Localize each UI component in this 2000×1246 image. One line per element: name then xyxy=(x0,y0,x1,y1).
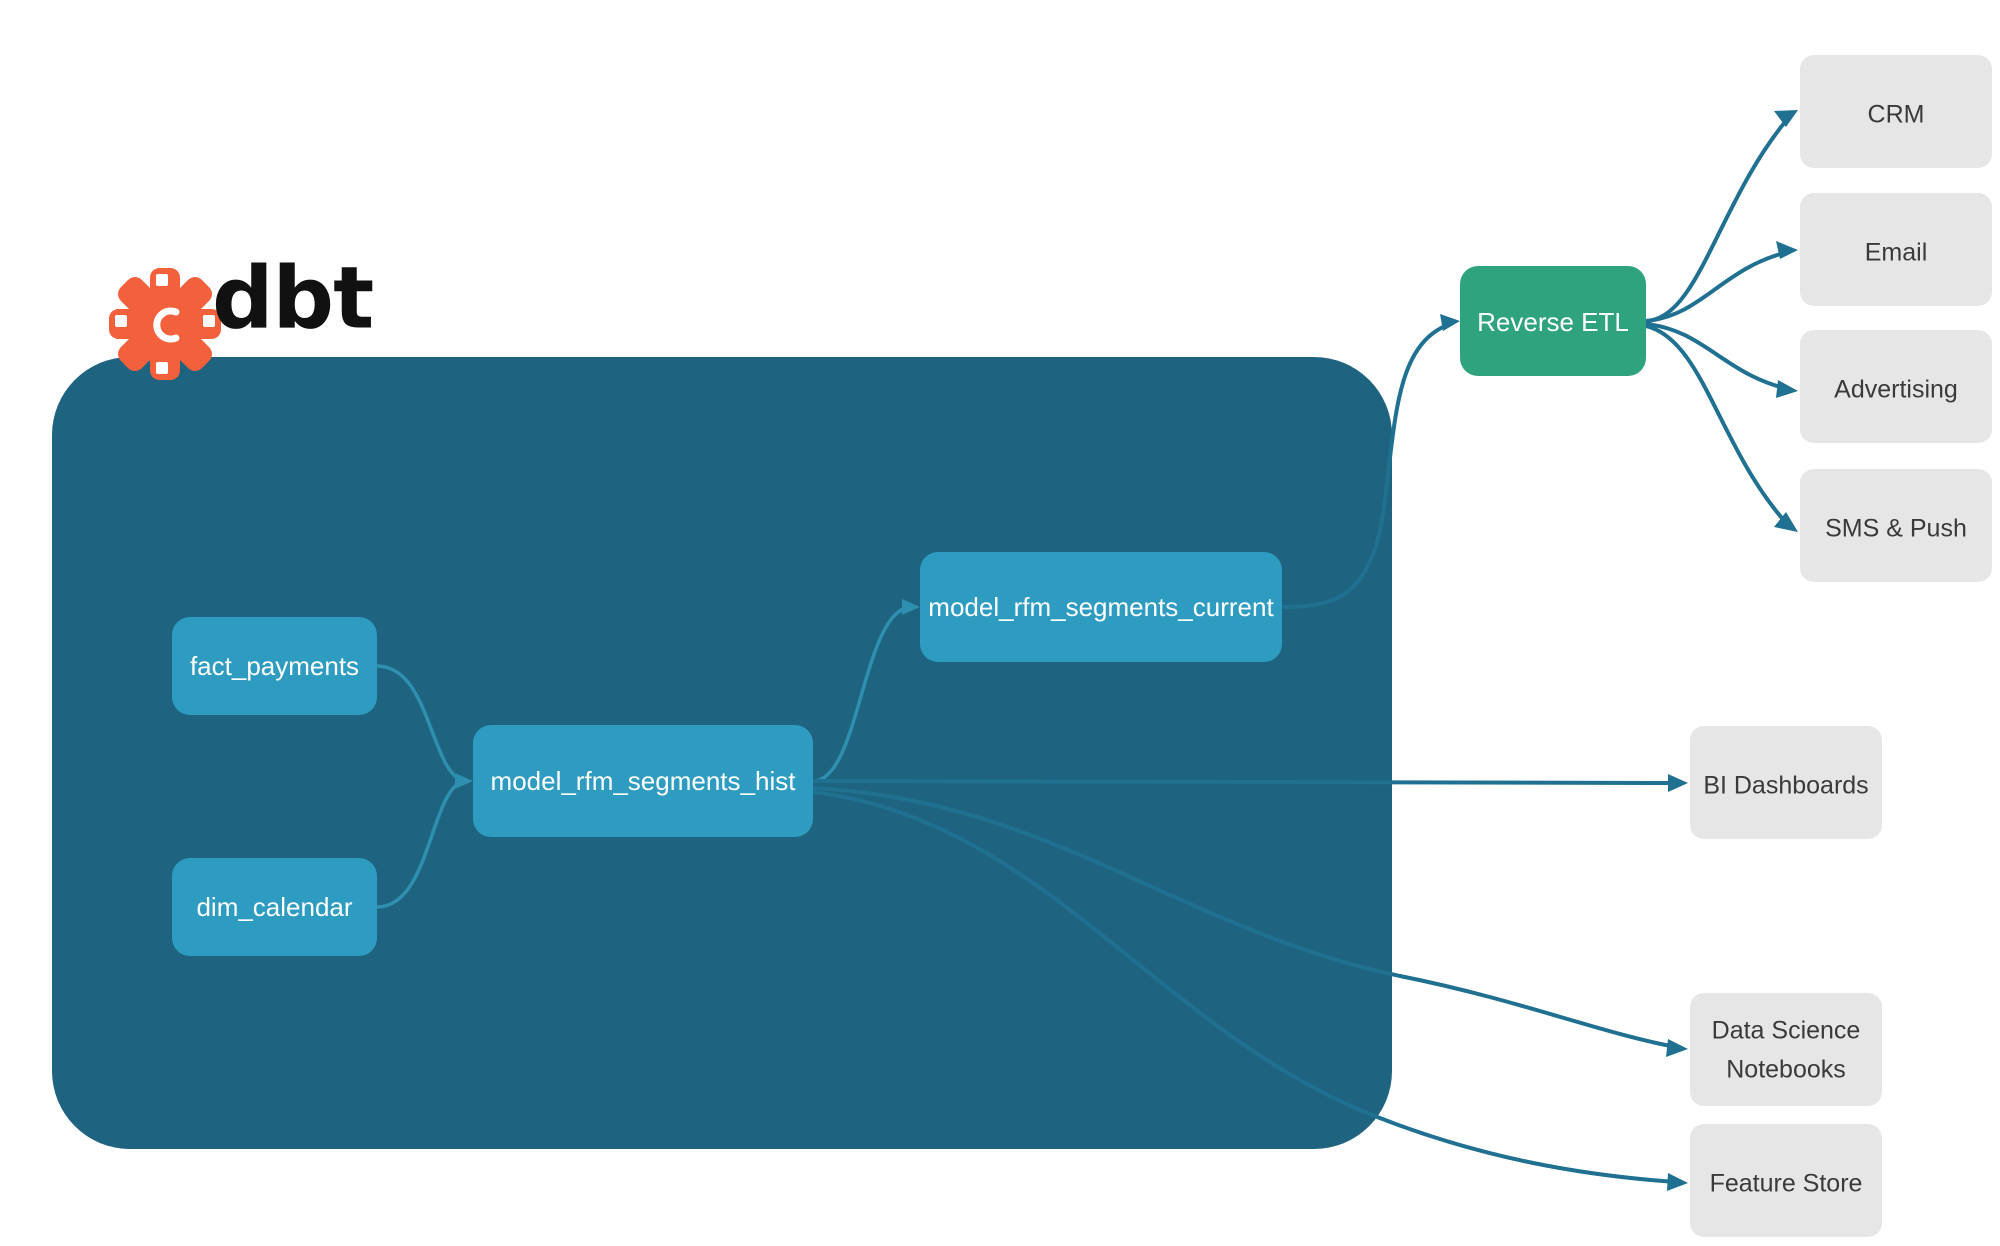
model-node-fact-payments[interactable]: fact_payments xyxy=(172,617,377,715)
model-node-rect[interactable] xyxy=(473,725,813,837)
arrowhead-into-advertising xyxy=(1776,380,1798,398)
sink-node-rect[interactable] xyxy=(1800,330,1992,443)
sink-node-label: Feature Store xyxy=(1710,1170,1863,1198)
reverse-etl-node[interactable]: Reverse ETL xyxy=(1460,266,1646,376)
sink-node-label: CRM xyxy=(1868,101,1925,129)
sink-node-rect[interactable] xyxy=(1690,1124,1882,1237)
sink-node-rect[interactable] xyxy=(1800,193,1992,306)
edge-fact-payments-to-hist xyxy=(376,664,464,783)
dbt-logo-dot-top-right xyxy=(115,315,127,327)
sink-node-email[interactable]: Email xyxy=(1800,193,1992,306)
reverse-etl-rect[interactable] xyxy=(1460,266,1646,376)
model-node-label: model_rfm_segments_current xyxy=(928,592,1274,622)
arrowhead-into-bi-dashboards xyxy=(1668,774,1688,792)
model-node-model-rfm-segments-hist[interactable]: model_rfm_segments_hist xyxy=(473,725,813,837)
arrowhead-into-feature-store xyxy=(1667,1173,1688,1191)
model-node-rect[interactable] xyxy=(172,617,377,715)
sink-node-rect[interactable] xyxy=(1690,726,1882,839)
edge-hist-to-bi-dashboards xyxy=(812,779,1679,785)
model-node-rect[interactable] xyxy=(920,552,1282,662)
sink-node-advertising[interactable]: Advertising xyxy=(1800,330,1992,443)
edge-hist-to-data-science xyxy=(812,786,1677,1049)
dbt-logo xyxy=(109,268,221,380)
arrowhead-into-hist xyxy=(455,773,473,789)
edge-dim-calendar-to-hist xyxy=(376,779,464,909)
arrowhead-into-sms-push xyxy=(1774,512,1798,532)
sink-node-label: SMS & Push xyxy=(1825,515,1967,543)
reverse-etl-label: Reverse ETL xyxy=(1477,307,1629,337)
sink-node-label: Email xyxy=(1865,239,1928,267)
edge-current-to-reverse-etl xyxy=(1281,322,1451,609)
dbt-x-logo-icon xyxy=(109,268,221,380)
arrowhead-into-crm xyxy=(1774,110,1798,127)
internal-edges xyxy=(376,599,920,909)
arrowhead-into-reverse-etl xyxy=(1440,314,1460,331)
sink-node-crm[interactable]: CRM xyxy=(1800,55,1992,168)
dbt-logo-dot-bottom-left xyxy=(203,315,215,327)
sink-node-label: BI Dashboards xyxy=(1703,772,1868,800)
sink-node-sms-push[interactable]: SMS & Push xyxy=(1800,469,1992,582)
edge-reverse-etl-to-sms-push xyxy=(1645,324,1790,527)
edge-hist-to-current xyxy=(812,605,911,783)
model-node-label: fact_payments xyxy=(190,651,359,681)
sink-node-data-science-notebooks[interactable]: Data Science Notebooks xyxy=(1690,993,1882,1106)
arrowhead-into-email xyxy=(1776,241,1798,259)
sink-node-bi-dashboards[interactable]: BI Dashboards xyxy=(1690,726,1882,839)
dbt-logo-center-arc-icon xyxy=(153,307,180,343)
arrowhead-into-current xyxy=(902,599,920,615)
model-node-dim-calendar[interactable]: dim_calendar xyxy=(172,858,377,956)
edge-reverse-etl-to-crm xyxy=(1645,114,1792,323)
sink-node-rect[interactable] xyxy=(1690,993,1882,1106)
sink-node-label-line1: Data Science xyxy=(1712,1017,1861,1045)
edge-reverse-etl-to-advertising xyxy=(1645,322,1789,391)
dbt-logo-dot-bottom-right xyxy=(156,362,168,374)
model-node-model-rfm-segments-current[interactable]: model_rfm_segments_current xyxy=(920,552,1282,662)
model-node-label: dim_calendar xyxy=(196,892,352,922)
model-node-label: model_rfm_segments_hist xyxy=(491,766,797,796)
sink-node-rect[interactable] xyxy=(1800,469,1992,582)
sink-node-label: Advertising xyxy=(1834,376,1958,404)
sink-node-label-line2: Notebooks xyxy=(1726,1056,1846,1084)
edge-reverse-etl-to-email xyxy=(1645,250,1789,323)
model-node-rect[interactable] xyxy=(172,858,377,956)
sink-node-feature-store[interactable]: Feature Store xyxy=(1690,1124,1882,1237)
sink-node-rect[interactable] xyxy=(1800,55,1992,168)
dbt-logo-dot-top-left xyxy=(156,274,168,286)
dbt-wordmark: dbt xyxy=(212,248,373,348)
external-edges xyxy=(812,110,1798,1191)
arrowhead-into-data-science xyxy=(1666,1039,1688,1057)
edge-hist-to-feature-store xyxy=(812,790,1677,1184)
